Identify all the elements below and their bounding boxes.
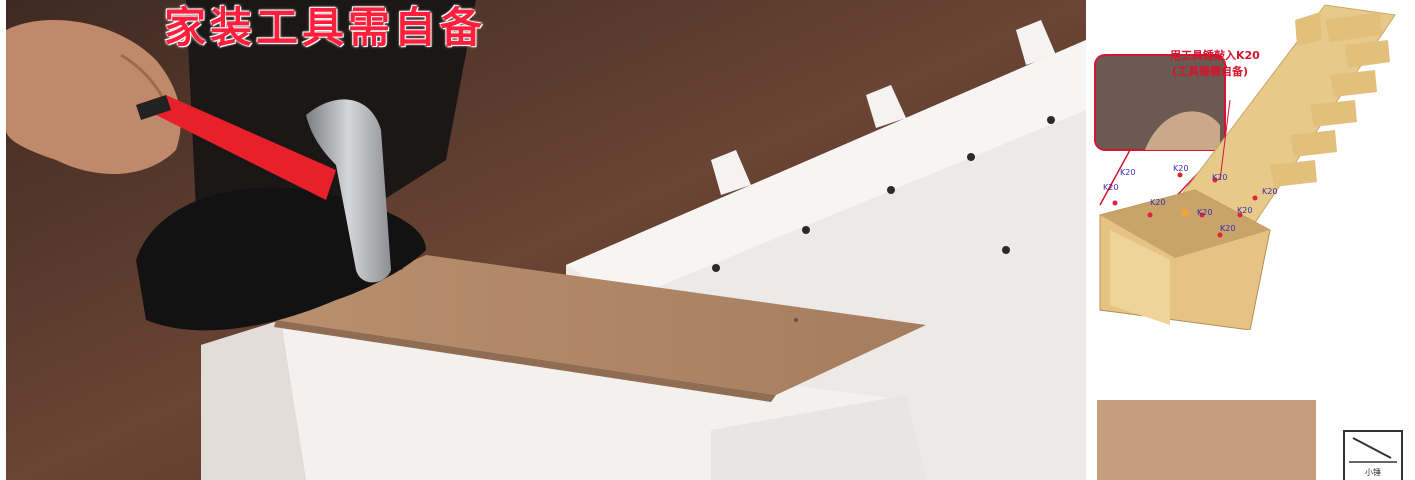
video-caption: 家装工具需自备 xyxy=(164,3,487,52)
fastener-label: K20 xyxy=(1197,208,1213,217)
video-frame: 家装工具需自备 xyxy=(6,0,1086,480)
fastener-label: K20 xyxy=(1237,206,1253,215)
callout-line-2: (工具锤需自备) xyxy=(1172,65,1249,78)
fastener-label: K20 xyxy=(1220,224,1236,233)
tool-label: 小锤 xyxy=(1365,468,1381,477)
board-swatch xyxy=(1097,400,1316,480)
hammering-scene xyxy=(6,0,1086,480)
hand xyxy=(6,20,181,174)
hammer-tool-icon: 小锤 xyxy=(1343,430,1403,480)
callout-line-1: 用工具锤敲入K20 xyxy=(1170,49,1260,62)
box-top-panel xyxy=(1100,190,1270,258)
hammer-head xyxy=(306,99,391,283)
hammer-handle xyxy=(136,95,336,200)
fastener-label: K20 xyxy=(1212,173,1228,182)
fastener-label: K20 xyxy=(1262,187,1278,196)
fastener-label: K20 xyxy=(1150,198,1166,207)
stair-assembly-diagram xyxy=(1094,4,1396,331)
fastener-label: K20 xyxy=(1173,164,1189,173)
callout-text: 用工具锤敲入K20 (工具锤需自备) xyxy=(1170,48,1260,80)
fastener-label: K20 xyxy=(1103,183,1119,192)
instruction-diagram xyxy=(1090,0,1415,480)
hardboard-panel xyxy=(276,255,926,395)
fastener-label: K20 xyxy=(1120,168,1136,177)
